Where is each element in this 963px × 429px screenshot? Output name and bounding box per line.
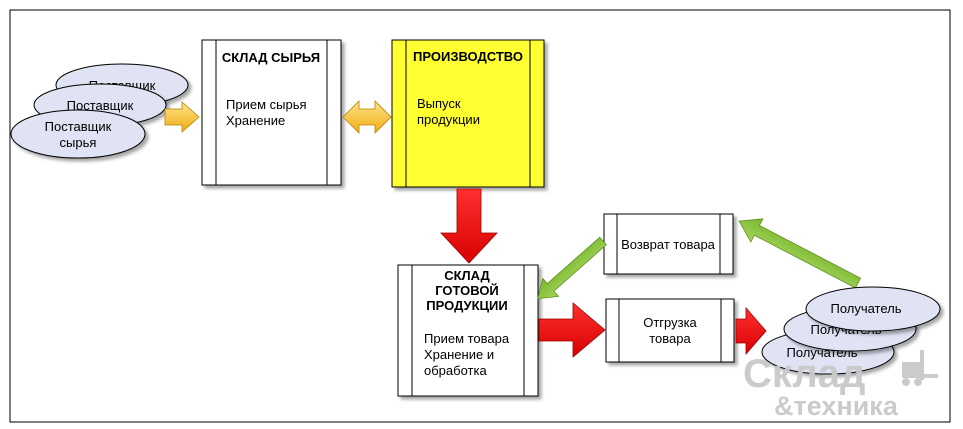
arrow-returns-to-finished-store xyxy=(537,236,607,300)
arrow-recipients-to-returns xyxy=(738,218,862,289)
raw-store-line-2: Хранение xyxy=(226,113,285,128)
arrow-raw-store-production xyxy=(342,100,392,134)
finished-store-line-3: обработка xyxy=(424,363,487,378)
returns-box: Возврат товара xyxy=(603,213,734,275)
arrow-finished-store-to-shipping xyxy=(538,302,606,358)
shipping-rect xyxy=(605,298,735,363)
returns-rect xyxy=(603,213,734,275)
arrow-suppliers-to-raw-store xyxy=(164,101,200,133)
finished-store-line-2: Хранение и xyxy=(424,347,494,362)
arrow-production-to-finished-store xyxy=(440,188,498,264)
raw-store-rect xyxy=(201,39,342,186)
finished-store-rect xyxy=(397,264,539,397)
returns-label: Возврат товара xyxy=(621,237,716,252)
supplier-label-3b: сырья xyxy=(60,135,97,150)
raw-store-line-1: Прием сырья xyxy=(226,97,307,112)
raw-store-title: СКЛАД СЫРЬЯ xyxy=(222,50,320,65)
watermark-logo: Склад &техника xyxy=(743,350,938,421)
recipients-group: Получатель Получатель Получатель xyxy=(761,286,941,375)
finished-store-title-2: ГОТОВОЙ xyxy=(435,283,499,298)
production-rect xyxy=(391,39,545,188)
shipping-box: Отгрузка товара xyxy=(605,298,735,363)
watermark-line-1: Склад xyxy=(743,352,865,396)
recipient-ellipse-1 xyxy=(805,286,941,332)
finished-store-title-3: ПРОДУКЦИИ xyxy=(426,298,507,313)
recipient-label-1: Получатель xyxy=(830,301,901,316)
suppliers-group: Поставщик Поставщик Поставщик сырья xyxy=(10,63,189,159)
raw-store-box: СКЛАД СЫРЬЯ Прием сырья Хранение xyxy=(201,39,342,186)
production-line-2: продукции xyxy=(417,112,480,127)
production-line-1: Выпуск xyxy=(417,96,461,111)
supplier-label-3a: Поставщик xyxy=(45,119,112,134)
watermark-line-2: &техника xyxy=(774,391,899,421)
supplier-label-2: Поставщик xyxy=(67,98,134,113)
forklift-icon xyxy=(902,350,938,386)
production-title: ПРОИЗВОДСТВО xyxy=(413,49,523,64)
shipping-line-2: товара xyxy=(649,331,691,346)
shipping-line-1: Отгрузка xyxy=(643,315,697,330)
outer-frame xyxy=(9,9,951,423)
supplier-ellipse-3 xyxy=(10,109,146,159)
finished-store-line-1: Прием товара xyxy=(424,331,510,346)
finished-store-title-1: СКЛАД xyxy=(444,268,490,283)
production-box: ПРОИЗВОДСТВО Выпуск продукции xyxy=(391,39,545,188)
arrow-shipping-to-recipients xyxy=(735,306,767,356)
finished-store-box: СКЛАД ГОТОВОЙ ПРОДУКЦИИ Прием товара Хра… xyxy=(397,264,539,397)
